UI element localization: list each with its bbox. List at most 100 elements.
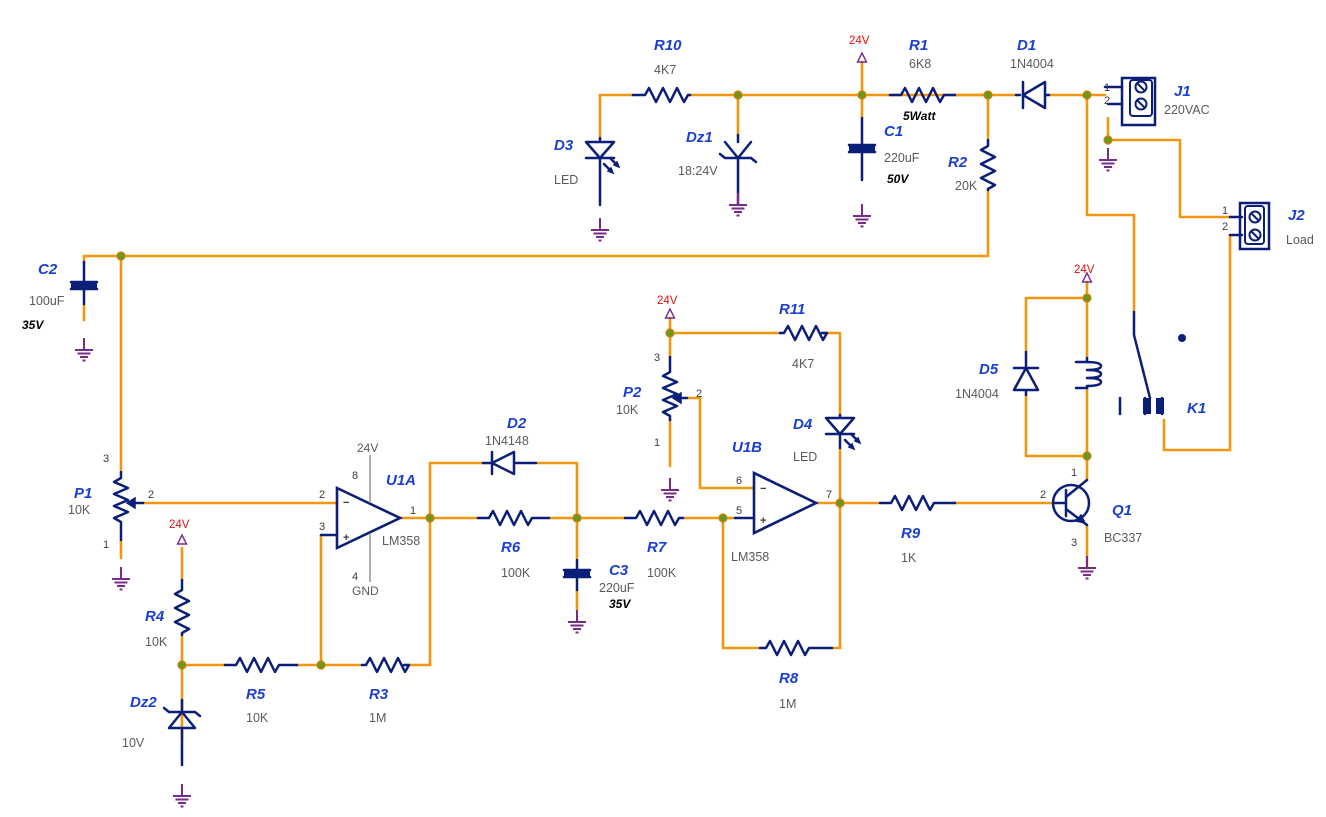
vcc-label: 24V (849, 35, 870, 47)
p1-pin2: 2 (148, 489, 154, 501)
resistor-r3[interactable]: R3 1M (360, 656, 411, 725)
d5-ref: D5 (979, 361, 999, 378)
vcc-r4-label: 24V (169, 519, 190, 531)
connector-j1[interactable]: 1 2 J1 220VAC (1103, 76, 1210, 127)
r7-value: 100K (647, 566, 677, 580)
diode-d2[interactable]: D2 1N4148 (481, 415, 538, 476)
resistor-r5[interactable]: R5 10K (223, 656, 299, 725)
j1-value: 220VAC (1164, 103, 1210, 117)
zener-dz2[interactable]: Dz2 10V (122, 694, 202, 808)
resistor-r11[interactable]: R11 4K7 (778, 301, 829, 371)
r1-wattage: 5Watt (903, 109, 936, 123)
resistor-r8[interactable]: R8 1M (758, 639, 834, 711)
q1-pin2: 2 (1040, 489, 1046, 501)
r4-value: 10K (145, 635, 168, 649)
r2-ref: R2 (948, 154, 968, 171)
p1-ref: P1 (74, 485, 92, 502)
p2-pin1: 1 (654, 437, 660, 449)
q1-pin1: 1 (1071, 467, 1077, 479)
wires (82, 60, 1232, 742)
opamp-u1b[interactable]: − + 6 5 7 U1B LM358 (731, 439, 832, 564)
diode-d1[interactable]: D1 1N4004 (1010, 37, 1054, 110)
r4-ref: R4 (145, 608, 165, 625)
d3-value: LED (554, 173, 578, 187)
u1a-pin1: 1 (410, 505, 416, 517)
c2-value: 100uF (29, 294, 65, 308)
u1a-vcc: 24V (357, 441, 378, 455)
c3-voltage: 35V (609, 597, 631, 611)
dz1-value: 18:24V (678, 164, 718, 178)
transistor-q1[interactable]: 1 2 3 Q1 BC337 (1040, 467, 1142, 580)
dz2-ref: Dz2 (130, 694, 157, 711)
svg-text:−: − (343, 497, 349, 509)
resistor-r9[interactable]: R9 1K (878, 494, 957, 565)
c1-ref: C1 (884, 123, 903, 140)
d1-ref: D1 (1017, 37, 1036, 54)
c1-voltage: 50V (887, 172, 909, 186)
d1-value: 1N4004 (1010, 57, 1054, 71)
resistor-r6[interactable]: R6 100K (476, 509, 551, 580)
k1-ref: K1 (1187, 400, 1206, 417)
u1a-pin3: 3 (319, 521, 325, 533)
r5-value: 10K (246, 711, 269, 725)
capacitor-c1[interactable]: C1 220uF 50V (847, 116, 920, 228)
vcc-symbol-p2: 24V (657, 295, 678, 319)
potentiometer-p2[interactable]: 3 2 1 P2 10K (616, 352, 702, 502)
j2-ref: J2 (1288, 207, 1305, 224)
j1-ref: J1 (1174, 83, 1191, 100)
c2-ref: C2 (38, 261, 58, 278)
u1a-pin8: 8 (352, 470, 358, 482)
q1-ref: Q1 (1112, 502, 1132, 519)
u1a-ref: U1A (386, 472, 416, 489)
relay-k1[interactable]: K1 (1074, 310, 1206, 417)
d2-ref: D2 (507, 415, 527, 432)
resistor-r1[interactable]: R1 6K8 5Watt (888, 37, 957, 123)
opamp-u1a[interactable]: − + 24V 8 2 3 1 4 GND U1A LM358 (319, 441, 420, 598)
u1b-ref: U1B (732, 439, 762, 456)
c1-value: 220uF (884, 151, 920, 165)
r5-ref: R5 (246, 686, 266, 703)
dz2-value: 10V (122, 736, 145, 750)
diode-d5[interactable]: D5 1N4004 (955, 350, 1040, 401)
j2-pin2: 2 (1222, 221, 1228, 233)
resistor-r2[interactable]: R2 20K (948, 138, 997, 193)
p2-value: 10K (616, 403, 639, 417)
j2-pin1: 1 (1222, 205, 1228, 217)
vcc-relay-label: 24V (1074, 264, 1095, 276)
resistor-r4[interactable]: R4 10K (145, 578, 191, 649)
capacitor-c3[interactable]: C3 220uF 35V (562, 558, 635, 634)
potentiometer-p1[interactable]: 3 2 1 P1 10K (68, 453, 154, 591)
c3-value: 220uF (599, 581, 635, 595)
q1-pin3: 3 (1071, 537, 1077, 549)
vcc-symbol-top: 24V (849, 35, 870, 63)
u1b-pin5: 5 (736, 505, 742, 517)
resistor-r7[interactable]: R7 100K (623, 509, 685, 580)
r10-ref: R10 (654, 37, 682, 54)
d4-ref: D4 (793, 416, 813, 433)
u1a-value: LM358 (382, 534, 420, 548)
junctions (116, 90, 1113, 670)
vcc-symbol-relay: 24V (1074, 264, 1095, 283)
vcc-symbol-r4: 24V (169, 519, 190, 545)
connector-j2[interactable]: 1 2 J2 Load (1222, 201, 1314, 251)
r7-ref: R7 (647, 539, 667, 556)
r2-value: 20K (955, 179, 978, 193)
r1-value: 6K8 (909, 57, 931, 71)
capacitor-c2[interactable]: C2 100uF 35V (22, 260, 99, 362)
r6-value: 100K (501, 566, 531, 580)
j1-pin1: 1 (1104, 82, 1110, 94)
led-d4[interactable]: D4 LED (793, 413, 862, 464)
r11-value: 4K7 (792, 357, 814, 371)
led-d3[interactable]: D3 LED (554, 136, 621, 242)
d4-value: LED (793, 450, 817, 464)
resistor-r10[interactable]: R10 4K7 (631, 37, 692, 104)
u1a-pin4: 4 (352, 571, 358, 583)
r6-ref: R6 (501, 539, 521, 556)
d5-value: 1N4004 (955, 387, 999, 401)
svg-text:+: + (760, 515, 766, 527)
r3-ref: R3 (369, 686, 389, 703)
zener-dz1[interactable]: Dz1 18:24V (678, 129, 758, 217)
p2-ref: P2 (623, 384, 642, 401)
c2-voltage: 35V (22, 318, 44, 332)
